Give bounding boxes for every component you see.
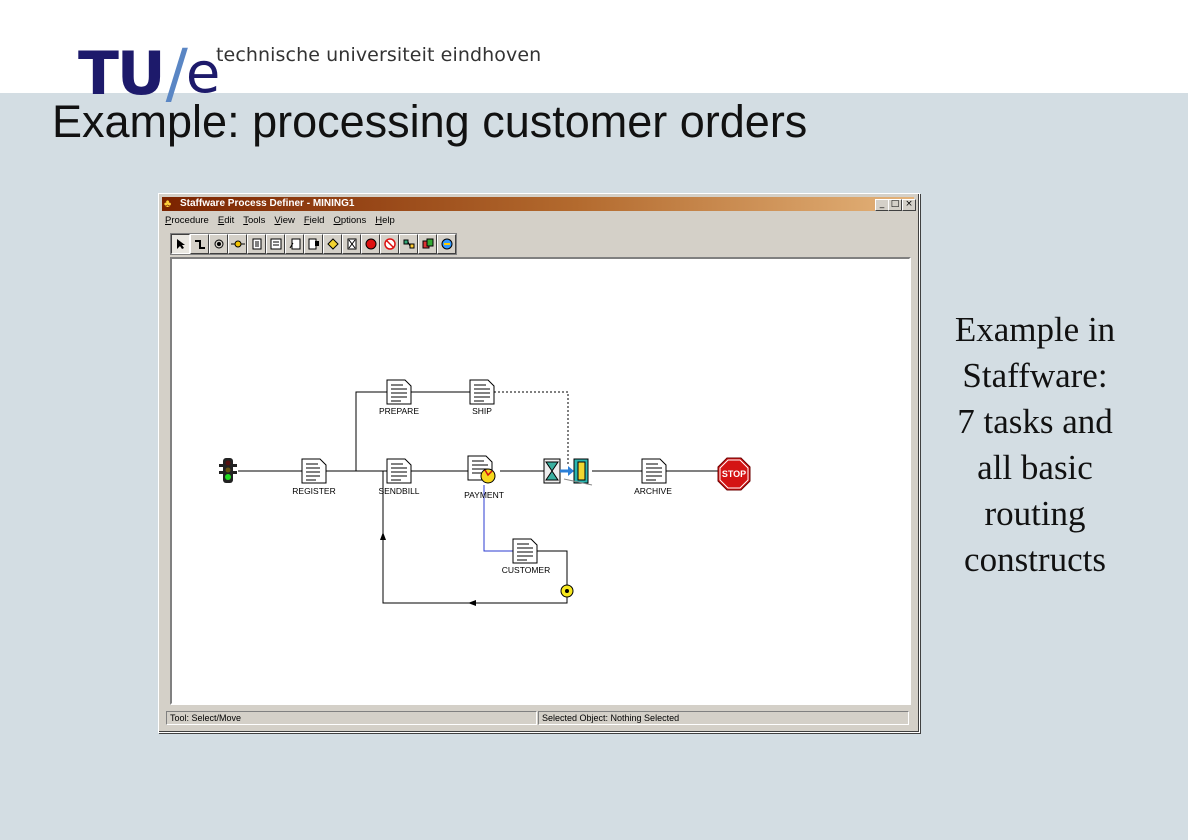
maximize-button[interactable]: □ bbox=[888, 199, 902, 211]
side-note-line: Example in bbox=[954, 310, 1116, 349]
menu-view[interactable]: View bbox=[274, 215, 295, 226]
flow-register-prepare bbox=[355, 391, 387, 471]
process-canvas[interactable]: REGISTER PREPARE SHIP SENDBILL bbox=[170, 257, 911, 705]
stop-label: STOP bbox=[722, 469, 746, 479]
header-band bbox=[0, 0, 1188, 93]
status-selection: Selected Object: Nothing Selected bbox=[538, 711, 909, 725]
flow-arrow-left bbox=[468, 600, 476, 606]
task-label-prepare: PREPARE bbox=[379, 406, 419, 416]
select-arrow-icon[interactable] bbox=[171, 234, 190, 254]
menu-tools[interactable]: Tools bbox=[243, 215, 266, 226]
menu-options[interactable]: Options bbox=[333, 215, 367, 226]
form-icon[interactable] bbox=[266, 234, 285, 254]
toolbar bbox=[170, 233, 457, 255]
sub-procedure-icon[interactable] bbox=[399, 234, 418, 254]
task-sendbill[interactable]: SENDBILL bbox=[378, 458, 420, 496]
logo-e: e bbox=[185, 41, 221, 106]
task-label-customer: CUSTOMER bbox=[502, 565, 551, 575]
stop-icon[interactable] bbox=[361, 234, 380, 254]
menu-bar: Procedure Edit Tools View Field Options … bbox=[165, 214, 395, 228]
route-link-icon[interactable] bbox=[190, 234, 209, 254]
eai-icon[interactable] bbox=[437, 234, 456, 254]
slide-title: Example: processing customer orders bbox=[52, 96, 808, 147]
normal-step-icon[interactable] bbox=[247, 234, 266, 254]
minimize-button[interactable]: _ bbox=[875, 199, 889, 211]
event-step-icon[interactable] bbox=[304, 234, 323, 254]
task-ship[interactable]: SHIP bbox=[469, 379, 495, 416]
flow-ship-wait bbox=[494, 391, 569, 465]
start-traffic-light-icon[interactable] bbox=[219, 458, 237, 483]
task-label-ship: SHIP bbox=[472, 406, 492, 416]
withdraw-icon[interactable] bbox=[380, 234, 399, 254]
tue-logo: TU/e bbox=[78, 34, 221, 112]
side-note-line: routing bbox=[984, 494, 1086, 533]
join-door-icon[interactable] bbox=[560, 458, 593, 486]
side-note: Example in Staffware: 7 tasks and all ba… bbox=[935, 307, 1135, 583]
task-label-payment: PAYMENT bbox=[464, 490, 504, 500]
menu-field[interactable]: Field bbox=[303, 215, 325, 226]
side-note-line: 7 tasks and bbox=[957, 402, 1113, 441]
side-note-line: all basic bbox=[977, 448, 1093, 487]
task-register[interactable]: REGISTER bbox=[292, 458, 336, 496]
flow-payment-customer bbox=[483, 485, 513, 552]
status-tool: Tool: Select/Move bbox=[166, 711, 537, 725]
task-label-sendbill: SENDBILL bbox=[378, 486, 419, 496]
wait-icon[interactable] bbox=[342, 234, 361, 254]
auto-step-icon[interactable] bbox=[285, 234, 304, 254]
side-note-line: constructs bbox=[964, 540, 1106, 579]
status-bar: Tool: Select/Move Selected Object: Nothi… bbox=[166, 711, 912, 725]
connector-icon[interactable] bbox=[228, 234, 247, 254]
task-customer[interactable]: CUSTOMER bbox=[502, 538, 551, 575]
task-label-archive: ARCHIVE bbox=[634, 486, 672, 496]
flow-arrow-up bbox=[380, 532, 386, 540]
process-diagram: REGISTER PREPARE SHIP SENDBILL bbox=[219, 379, 751, 606]
menu-edit[interactable]: Edit bbox=[217, 215, 235, 226]
start-icon[interactable] bbox=[209, 234, 228, 254]
hourglass-icon[interactable] bbox=[543, 458, 561, 484]
task-label-register: REGISTER bbox=[292, 486, 335, 496]
window-title: Staffware Process Definer - MINING1 bbox=[180, 198, 355, 209]
stop-sign-icon[interactable]: STOP bbox=[717, 457, 751, 491]
window-titlebar[interactable]: ♣ Staffware Process Definer - MINING1 _ … bbox=[162, 197, 916, 211]
condition-icon[interactable] bbox=[323, 234, 342, 254]
script-icon[interactable] bbox=[418, 234, 437, 254]
task-archive[interactable]: ARCHIVE bbox=[634, 458, 672, 496]
logo-slash: / bbox=[165, 35, 188, 112]
side-note-line: Staffware: bbox=[962, 356, 1108, 395]
task-payment[interactable]: PAYMENT bbox=[464, 455, 504, 500]
staffware-window: ♣ Staffware Process Definer - MINING1 _ … bbox=[158, 193, 920, 733]
close-button[interactable]: × bbox=[902, 199, 916, 211]
condition-marker-icon[interactable] bbox=[560, 584, 574, 598]
menu-procedure[interactable]: Procedure bbox=[165, 215, 209, 226]
logo-tu: TU bbox=[78, 39, 166, 109]
flow-lines bbox=[238, 391, 720, 604]
task-prepare[interactable]: PREPARE bbox=[379, 379, 419, 416]
menu-help[interactable]: Help bbox=[375, 215, 395, 226]
university-name: technische universiteit eindhoven bbox=[216, 44, 542, 66]
flow-customer-condition bbox=[537, 550, 568, 585]
app-icon: ♣ bbox=[164, 198, 172, 210]
